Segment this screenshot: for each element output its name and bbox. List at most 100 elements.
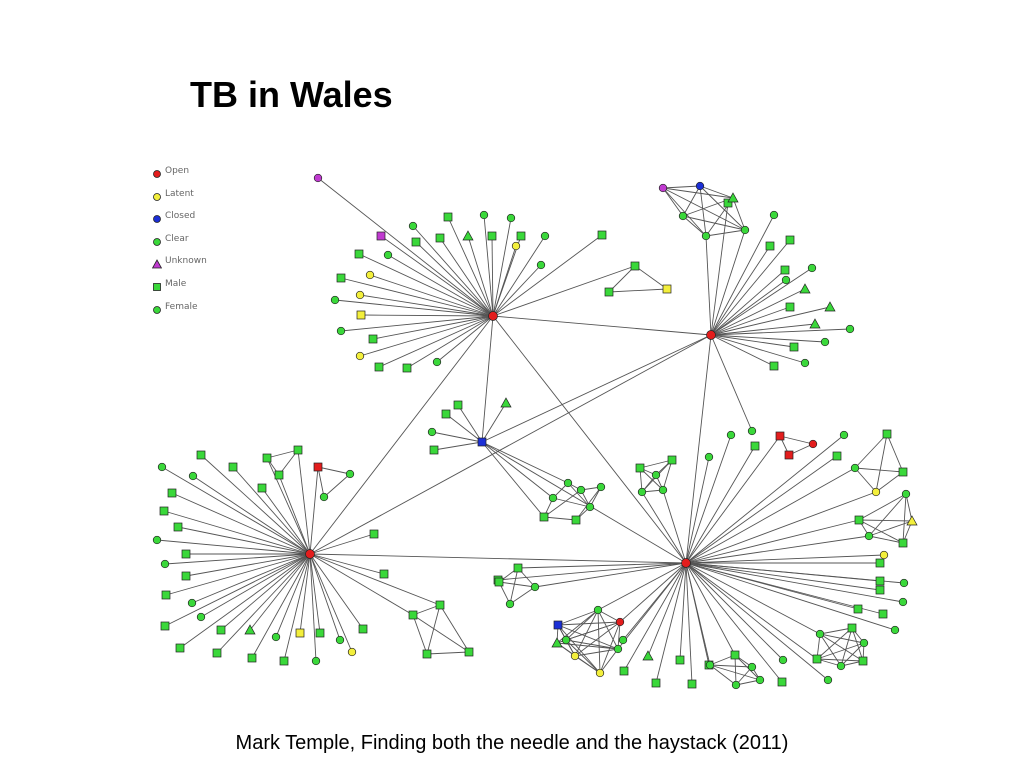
contact-edge bbox=[481, 441, 687, 564]
case-square-node bbox=[651, 678, 661, 688]
contact-edge bbox=[886, 433, 904, 473]
case-circle-node bbox=[347, 647, 357, 657]
case-square-node bbox=[411, 237, 421, 247]
case-circle-node bbox=[871, 487, 881, 497]
case-circle-node bbox=[613, 644, 623, 654]
contact-edge bbox=[557, 624, 601, 674]
legend-label-unknown: Unknown bbox=[165, 256, 207, 267]
contact-edge bbox=[556, 642, 619, 650]
case-circle-node bbox=[570, 651, 580, 661]
contact-edge bbox=[679, 562, 687, 661]
contact-edge bbox=[557, 621, 621, 626]
case-square-node bbox=[295, 628, 305, 638]
contact-edge bbox=[685, 334, 712, 564]
case-square-node bbox=[279, 656, 289, 666]
case-circle-node bbox=[319, 492, 329, 502]
case-circle-node bbox=[839, 430, 849, 440]
case-circle-node bbox=[365, 270, 375, 280]
contact-edge bbox=[597, 609, 619, 650]
contact-edge bbox=[509, 586, 536, 605]
contact-edge bbox=[445, 413, 483, 443]
case-circle-node bbox=[615, 617, 625, 627]
contact-edge bbox=[634, 265, 668, 290]
contact-edge bbox=[266, 449, 299, 459]
contact-edge bbox=[685, 562, 783, 683]
contact-edge bbox=[359, 315, 494, 357]
contact-edge bbox=[439, 604, 470, 653]
case-circle-node bbox=[187, 598, 197, 608]
contact-edge bbox=[185, 553, 311, 577]
case-circle-node bbox=[899, 578, 909, 588]
contact-edge bbox=[275, 553, 311, 638]
case-circle-node bbox=[651, 470, 661, 480]
contact-edge bbox=[412, 604, 441, 616]
contact-edge bbox=[543, 489, 582, 518]
contact-edge bbox=[249, 553, 311, 631]
case-square-node bbox=[539, 512, 549, 522]
case-circle-node bbox=[330, 295, 340, 305]
legend-item-male: Male bbox=[152, 278, 232, 301]
contact-edge bbox=[685, 562, 904, 603]
case-circle-node bbox=[576, 485, 586, 495]
case-square-node bbox=[853, 604, 863, 614]
case-circle-node bbox=[540, 231, 550, 241]
contact-edge bbox=[543, 516, 577, 521]
case-square-node bbox=[898, 467, 908, 477]
contact-edge bbox=[251, 553, 311, 659]
contact-edge bbox=[840, 627, 853, 667]
case-square-node bbox=[494, 577, 504, 587]
contact-edge bbox=[710, 202, 729, 336]
network-nodes bbox=[152, 173, 918, 690]
contact-edge bbox=[819, 633, 864, 662]
case-square-node bbox=[313, 462, 323, 472]
contact-edge bbox=[334, 299, 494, 317]
legend-item-closed: Closed bbox=[152, 210, 232, 233]
case-square-node bbox=[854, 515, 864, 525]
case-square-node bbox=[675, 655, 685, 665]
contact-edge bbox=[164, 553, 311, 627]
contact-edge bbox=[309, 553, 364, 630]
contact-edge bbox=[710, 239, 791, 336]
contact-edge bbox=[710, 267, 813, 336]
case-circle-node bbox=[427, 427, 437, 437]
contact-edge bbox=[685, 562, 736, 656]
case-circle-node bbox=[506, 213, 516, 223]
contact-edge bbox=[685, 535, 870, 564]
case-square-node bbox=[216, 625, 226, 635]
legend-label-closed: Closed bbox=[165, 211, 196, 222]
contact-edge bbox=[662, 185, 701, 189]
contact-edge bbox=[685, 562, 784, 661]
contact-edge bbox=[699, 185, 734, 199]
contact-edge bbox=[481, 441, 554, 499]
case-circle-node bbox=[152, 535, 162, 545]
case-square-node bbox=[553, 620, 563, 630]
case-square-node bbox=[513, 563, 523, 573]
contact-edge bbox=[492, 265, 636, 317]
case-square-node bbox=[765, 241, 775, 251]
case-square-node bbox=[356, 310, 366, 320]
contact-edge bbox=[387, 254, 494, 317]
contact-edge bbox=[436, 315, 494, 363]
case-circle-node bbox=[807, 263, 817, 273]
case-square-node bbox=[730, 650, 740, 660]
contact-edge bbox=[509, 567, 519, 605]
case-circle-node bbox=[271, 632, 281, 642]
case-square-node bbox=[257, 483, 267, 493]
case-square-node bbox=[247, 653, 257, 663]
contact-edge bbox=[710, 245, 771, 336]
case-circle-node bbox=[196, 612, 206, 622]
contact-edge bbox=[819, 627, 853, 635]
contact-edge bbox=[567, 482, 591, 508]
case-square-node bbox=[882, 429, 892, 439]
contact-edge bbox=[639, 459, 673, 469]
case-square-node bbox=[354, 249, 364, 259]
contact-edge bbox=[905, 493, 913, 522]
legend-label-clear: Clear bbox=[165, 233, 189, 244]
contact-edge bbox=[662, 459, 673, 491]
case-circle-node bbox=[593, 605, 603, 615]
case-circle-node bbox=[820, 337, 830, 347]
contact-edge bbox=[655, 562, 687, 684]
case-circle-node bbox=[596, 482, 606, 492]
case-square-node bbox=[875, 585, 885, 595]
